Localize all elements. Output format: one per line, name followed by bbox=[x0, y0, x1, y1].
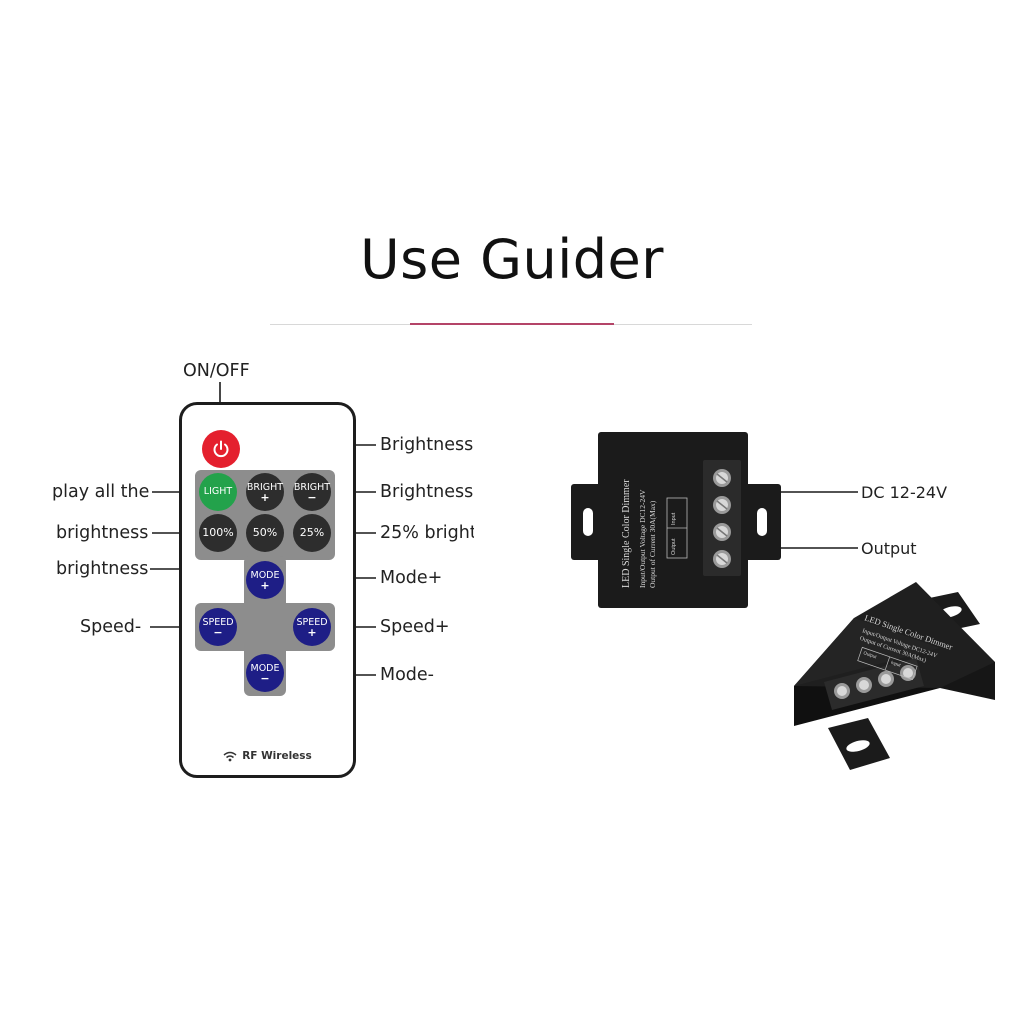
bright-up-label: BRIGHT bbox=[246, 481, 284, 493]
bright-down-label: BRIGHT bbox=[293, 481, 331, 493]
dimmer-device-angled: LED Single Color Dimmer Input/Output Vol… bbox=[794, 582, 995, 770]
label-mode-minus: Mode- bbox=[380, 665, 434, 685]
left-mount-slot bbox=[583, 508, 593, 536]
device-current-text: Output of Current 30A(Max) bbox=[648, 500, 657, 588]
label-brightness-up: Brightness bbox=[380, 435, 474, 455]
power-icon bbox=[213, 440, 229, 458]
plus-icon: + bbox=[260, 490, 270, 504]
label-brightness-100: brightness bbox=[56, 523, 149, 543]
label-mode-plus: Mode+ bbox=[380, 568, 443, 588]
light-button-label: LIGHT bbox=[203, 486, 233, 497]
title-accent-rule bbox=[410, 323, 614, 325]
mode-up-label: MODE bbox=[250, 569, 280, 581]
mode-down-button[interactable]: MODE − bbox=[246, 654, 284, 692]
speed-up-button[interactable]: SPEED + bbox=[293, 608, 331, 646]
brightness-50-button[interactable]: 50% bbox=[246, 514, 284, 552]
device-name-text: LED Single Color Dimmer bbox=[621, 479, 632, 588]
device2-output-text: Output bbox=[863, 650, 878, 659]
speed-down-button[interactable]: SPEED − bbox=[199, 608, 237, 646]
wifi-icon bbox=[223, 751, 237, 761]
minus-icon: − bbox=[260, 671, 270, 685]
brightness-50-label: 50% bbox=[252, 526, 278, 539]
power-button[interactable] bbox=[202, 430, 240, 468]
label-speed-plus: Speed+ bbox=[380, 617, 450, 637]
rf-wireless-label: RF Wireless bbox=[242, 750, 312, 762]
speed-up-label: SPEED bbox=[296, 616, 328, 628]
label-on-off: ON/OFF bbox=[183, 361, 250, 381]
terminal-block bbox=[703, 460, 741, 576]
brightness-100-button[interactable]: 100% bbox=[199, 514, 237, 552]
brightness-25-button[interactable]: 25% bbox=[293, 514, 331, 552]
mode-up-button[interactable]: MODE + bbox=[246, 561, 284, 599]
speed-down-label: SPEED bbox=[202, 616, 234, 628]
page-title: Use Guider bbox=[360, 228, 664, 291]
minus-icon: − bbox=[213, 625, 223, 639]
label-output: Output bbox=[861, 539, 917, 558]
rf-wireless-badge: RF Wireless bbox=[179, 750, 356, 762]
bright-down-button[interactable]: BRIGHT − bbox=[293, 473, 331, 511]
minus-icon: − bbox=[307, 490, 317, 504]
mode-down-label: MODE bbox=[250, 662, 280, 674]
device2-input-text: Input bbox=[890, 660, 902, 668]
terminal-input-text: Input bbox=[671, 512, 677, 525]
light-button[interactable]: LIGHT bbox=[199, 473, 237, 511]
label-25-bright: 25% bright bbox=[380, 523, 474, 543]
label-brightness-down: Brightness bbox=[380, 482, 474, 502]
device-voltage-text: Input/Output Voltage DC12-24V bbox=[638, 489, 647, 588]
bright-up-button[interactable]: BRIGHT + bbox=[246, 473, 284, 511]
label-play-all: play all the bbox=[52, 482, 150, 502]
brightness-100-label: 100% bbox=[202, 526, 234, 539]
label-brightness-50: brightness bbox=[56, 559, 149, 579]
brightness-25-label: 25% bbox=[299, 526, 325, 539]
label-dc: DC 12-24V bbox=[861, 483, 948, 502]
label-speed-minus: Speed- bbox=[80, 617, 142, 637]
plus-icon: + bbox=[307, 625, 317, 639]
right-mount-slot bbox=[757, 508, 767, 536]
plus-icon: + bbox=[260, 578, 270, 592]
dimmer-device-front: LED Single Color Dimmer Input/Output Vol… bbox=[571, 432, 781, 608]
terminal-output-text: Output bbox=[671, 538, 677, 555]
